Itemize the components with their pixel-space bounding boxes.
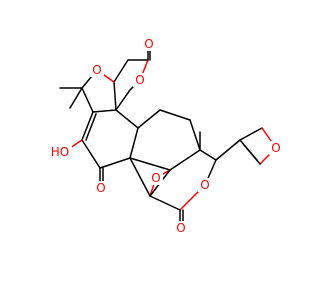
carbonyl-oxygen-bottom-label: O xyxy=(174,221,188,235)
furan-oxygen-label: O xyxy=(269,141,283,155)
ketone-oxygen-label: O xyxy=(94,181,108,195)
svg-text:O: O xyxy=(96,181,105,195)
hydroxyl-label: HO xyxy=(48,145,72,159)
svg-text:O: O xyxy=(144,37,153,51)
lactone-oxygen-upper-label: O xyxy=(133,73,147,87)
svg-text:HO: HO xyxy=(51,145,69,159)
molecule-structure: O O O HO O O O O xyxy=(48,37,283,235)
ether-oxygen-furan-label: O xyxy=(90,63,104,77)
svg-text:O: O xyxy=(135,73,144,87)
svg-text:O: O xyxy=(92,63,101,77)
svg-text:O: O xyxy=(176,221,185,235)
svg-text:O: O xyxy=(200,178,209,192)
svg-text:O: O xyxy=(151,171,160,185)
carbonyl-oxygen-top-label: O xyxy=(142,37,156,51)
lactone-oxygen-lower-label: O xyxy=(198,178,212,192)
atom-labels: O O O HO O O O O xyxy=(48,37,283,235)
svg-text:O: O xyxy=(271,141,280,155)
epoxide-oxygen-label: O xyxy=(149,171,163,185)
